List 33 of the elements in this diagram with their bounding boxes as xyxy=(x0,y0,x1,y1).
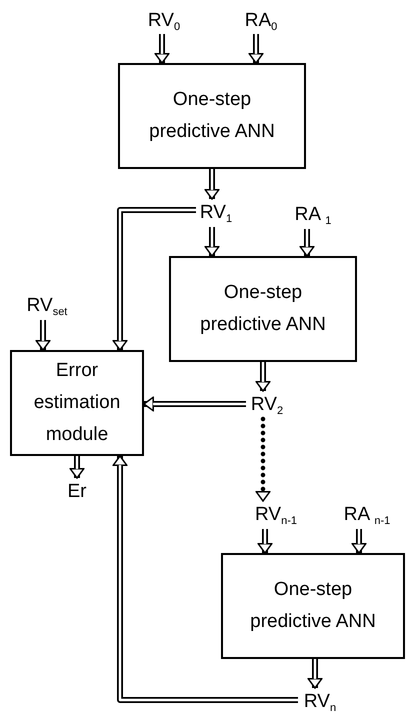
signal-label: RA $_{n-1}$ xyxy=(344,504,390,526)
hollow-arrow xyxy=(352,529,366,554)
hollow-arrow xyxy=(204,227,220,257)
signal-label: RV$_{n-1}$ xyxy=(255,504,297,526)
hollow-arrow xyxy=(300,229,314,257)
box-text: One-step predictive ANN xyxy=(199,280,327,337)
hollow-arrow xyxy=(204,169,220,200)
process-box xyxy=(10,350,144,456)
signal-label: RA $_{1}$ xyxy=(294,204,332,226)
hollow-arrow xyxy=(112,207,196,351)
box-text: One-step predictive ANN xyxy=(148,88,276,144)
signal-label: RA$_{0}$ xyxy=(244,10,278,32)
hollow-arrow xyxy=(248,34,264,64)
process-box xyxy=(221,553,405,659)
hollow-arrow xyxy=(36,320,50,351)
hollow-arrow xyxy=(256,362,270,392)
signal-label: Er xyxy=(68,480,86,504)
process-box xyxy=(169,256,357,362)
hollow-arrow xyxy=(112,455,298,703)
process-box xyxy=(118,63,306,169)
signal-label: RV$_{n}$ xyxy=(304,690,336,714)
signal-label: RV$_{2}$ xyxy=(250,394,284,416)
signal-label: RV$_{set}$ xyxy=(26,294,68,318)
signal-label: RV$_{0}$ xyxy=(148,10,180,32)
hollow-arrow xyxy=(143,396,246,412)
hollow-arrow xyxy=(308,659,322,689)
hollow-arrow xyxy=(256,416,270,504)
hollow-arrow xyxy=(154,34,170,64)
hollow-arrow xyxy=(258,529,272,554)
signal-label: RV$_{1}$ xyxy=(200,202,232,224)
box-text: Error estimation module xyxy=(32,358,122,448)
hollow-arrow xyxy=(70,456,84,479)
box-text: One-step predictive ANN xyxy=(249,578,377,634)
